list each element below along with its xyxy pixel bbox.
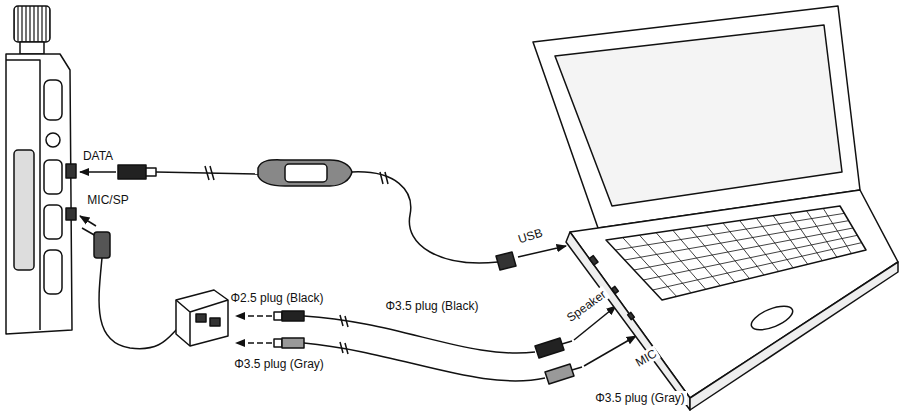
plug-label: Φ3.5 plug (Gray): [593, 391, 687, 405]
plug-label: Φ2.5 plug (Black): [229, 291, 326, 305]
radio: [6, 6, 76, 334]
laptop: [533, 6, 898, 410]
plug-label: Φ3.5 plug (Black): [384, 299, 481, 313]
leader: [80, 171, 116, 173]
signal-label: Speaker: [562, 286, 610, 326]
leader: [80, 216, 96, 226]
audio-adapter: [82, 228, 636, 384]
port-label: MIC/SP: [85, 193, 130, 207]
plug-label: Φ3.5 plug (Gray): [232, 357, 326, 371]
signal-label: MIC: [631, 345, 661, 370]
connector-label: USB: [514, 225, 546, 247]
usb-data-cable: [118, 160, 566, 270]
port-label: DATA: [81, 149, 115, 163]
